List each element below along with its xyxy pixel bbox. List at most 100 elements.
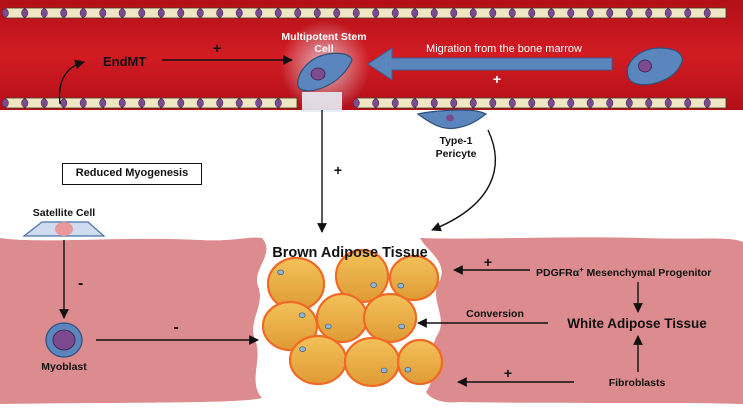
endothelial-cell [274, 7, 298, 19]
endothelial-cell [235, 97, 259, 109]
endothelial-cell [411, 97, 434, 109]
brown-adipose-cluster [261, 248, 444, 388]
endothelial-cell [1, 7, 25, 19]
endothelial-cell [294, 7, 317, 19]
endothelial-cell [586, 97, 610, 109]
endothelial-cell [430, 7, 454, 19]
endothelial-cell [157, 7, 181, 19]
endothelial-cell [138, 7, 161, 19]
endothelial-cell [255, 97, 278, 109]
muscle-tissue-right [420, 237, 743, 404]
endothelial-cell [196, 97, 220, 109]
endothelial-cell [352, 97, 376, 109]
blood-vessel [0, 0, 743, 112]
endothelial-cell [99, 7, 122, 19]
multipotent-stem-cell [297, 52, 353, 92]
stem-cell-label-line1: Multipotent Stem [281, 31, 366, 43]
endothelial-cell [255, 7, 278, 19]
pdgfra-base: PDGFRα [536, 267, 580, 279]
endothelial-cell [391, 7, 415, 19]
endothelial-cell [450, 97, 473, 109]
endothelial-cell [196, 7, 220, 19]
endothelial-cell [703, 97, 727, 109]
pericyte-to-bat-arrow [431, 129, 496, 232]
endothelial-cell [40, 97, 64, 109]
migration-label: Migration from the bone marrow [426, 43, 582, 55]
vessel-gap [302, 92, 342, 112]
brown-adipocyte [261, 300, 319, 352]
fibroblasts-plus-sign: + [504, 365, 512, 381]
endothelial-cell [274, 97, 298, 109]
endothelial-cell [508, 7, 532, 19]
brown-adipocyte [315, 292, 369, 344]
endothelial-cell [664, 97, 688, 109]
endothelial-cell [625, 7, 649, 19]
stem-cell-label-line2: Cell [314, 43, 333, 55]
endothelial-cell [489, 7, 512, 19]
endothelial-cell [391, 97, 415, 109]
pdgfra-plus-sign: + [484, 254, 492, 270]
endothelial-cell [450, 7, 473, 19]
myoblast-cell [45, 322, 83, 358]
satellite-cell [22, 221, 106, 237]
endothelial-cell [372, 7, 395, 19]
endothelial-cell [684, 7, 707, 19]
endothelial-cell [216, 7, 239, 19]
endothelial-cell [528, 7, 551, 19]
myoblast-label: Myoblast [41, 361, 87, 373]
pdgfra-superscript: + [579, 265, 584, 274]
endothelial-cell [235, 7, 259, 19]
endothelial-cell [372, 97, 395, 109]
endothelial-cell [547, 97, 571, 109]
migration-plus-sign: + [493, 71, 501, 87]
endothelial-cell [645, 7, 668, 19]
myoblast-minus-sign: - [173, 319, 178, 336]
muscle-tissue-left [0, 237, 267, 404]
endothelial-cell [118, 7, 142, 19]
conversion-label: Conversion [466, 308, 524, 320]
stem-to-bat-plus-sign: + [334, 162, 342, 178]
endothelial-cell [177, 7, 200, 19]
endothelial-cell [489, 97, 512, 109]
endothelial-cell [411, 7, 434, 19]
endothelial-cell [625, 97, 649, 109]
endothelial-cell [586, 7, 610, 19]
endothelial-cell [138, 97, 161, 109]
brown-adipocyte [288, 334, 348, 386]
endothelial-cell [1, 97, 25, 109]
fibroblasts-label: Fibroblasts [609, 377, 666, 389]
endothelial-cell [645, 97, 668, 109]
brown-adipocyte [343, 336, 401, 388]
satellite-cell-label: Satellite Cell [33, 207, 96, 219]
reduced-myogenesis-box: Reduced Myogenesis [62, 163, 202, 185]
endothelial-cell [60, 7, 83, 19]
endothelial-cell [469, 7, 493, 19]
satellite-minus-sign: - [78, 275, 83, 292]
migrating-stem-cell [626, 47, 683, 86]
endothelial-cell [79, 7, 103, 19]
endothelial-cell [40, 7, 64, 19]
pdgfra-rest: Mesenchymal Progenitor [584, 267, 712, 279]
endothelial-cell [177, 97, 200, 109]
endothelial-cell [508, 97, 532, 109]
endothelial-cell [79, 97, 103, 109]
brown-adipocyte [362, 292, 418, 344]
endothelial-cell [21, 7, 44, 19]
endmt-plus-sign: + [213, 40, 221, 56]
endothelial-cell [21, 97, 44, 109]
endmt-label: EndMT [103, 54, 146, 69]
pericyte-label-line1: Type-1 [439, 135, 472, 147]
endothelial-layer-top [1, 7, 727, 19]
endothelial-cell [664, 7, 688, 19]
migration-arrow [367, 47, 613, 81]
arrows [58, 55, 643, 387]
endothelial-cell [684, 97, 707, 109]
endothelial-cell [567, 97, 590, 109]
endothelial-cell [99, 97, 122, 109]
brown-adipocyte [388, 254, 440, 302]
endothelial-cell [469, 97, 493, 109]
endothelial-cell [216, 97, 239, 109]
brown-adipocyte [396, 338, 444, 386]
endothelial-cell [567, 7, 590, 19]
